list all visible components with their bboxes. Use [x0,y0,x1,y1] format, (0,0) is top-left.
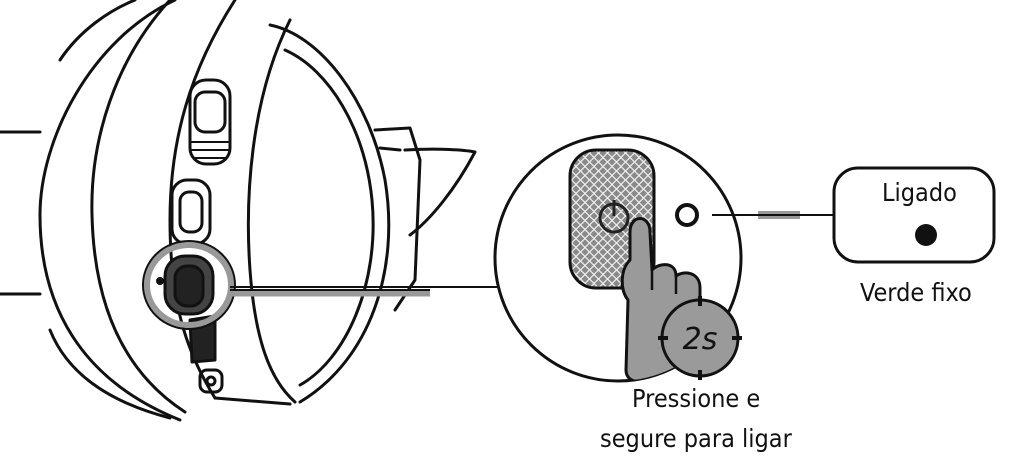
callout-line [230,286,498,297]
timer-badge: 2s [658,296,742,380]
instruction-line-1: Pressione e [632,384,761,413]
led-indicator [675,203,699,227]
status-box [832,166,996,264]
status-state-label: Ligado [882,178,957,207]
status-dot [915,224,937,246]
status-description-label: Verde fixo [860,278,972,307]
headset-earcup [0,0,477,422]
instruction-line-2: segure para ligar [600,424,792,453]
power-slot-callout-ring [144,242,234,328]
timer-text: 2s [683,322,718,357]
